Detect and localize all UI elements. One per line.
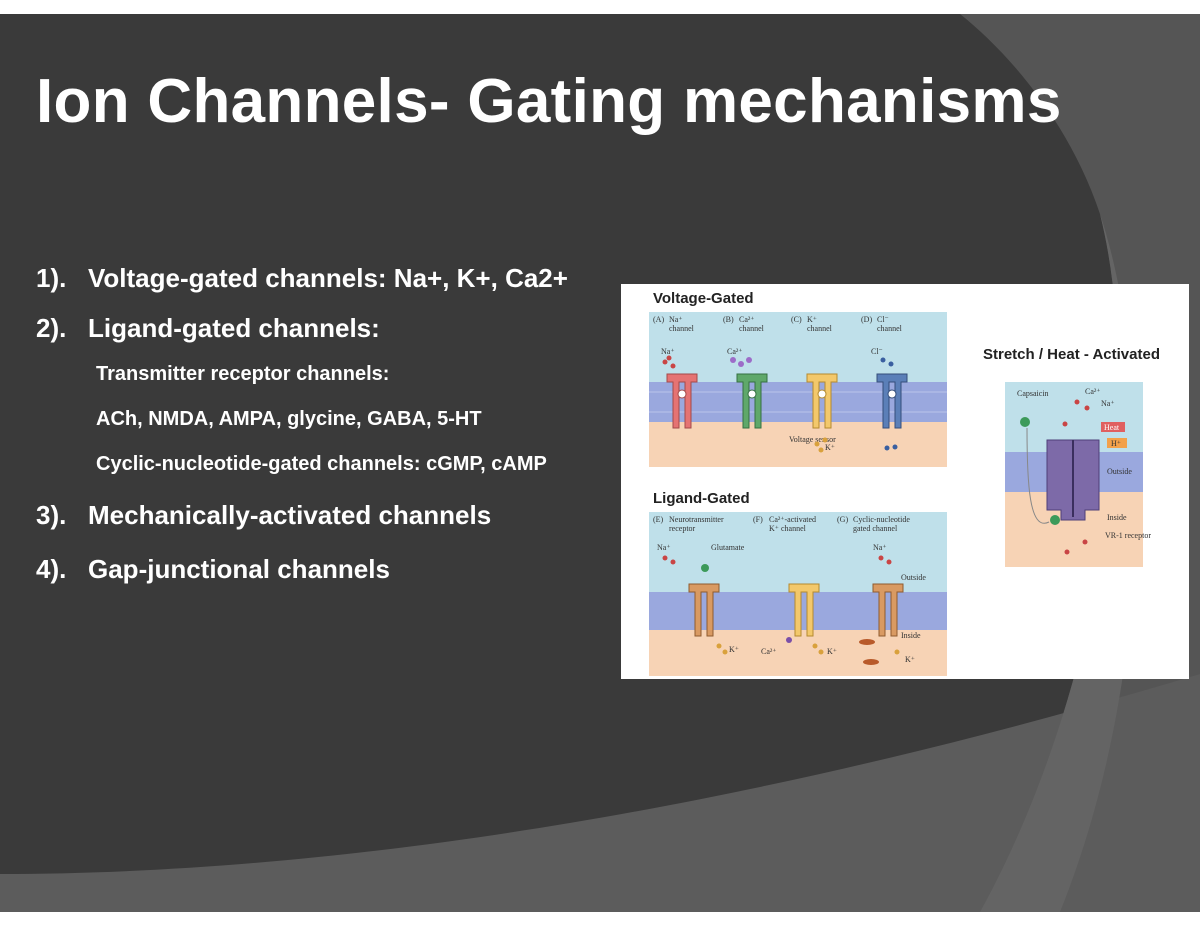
ligand-gated-panel: (E) Neurotransmitter receptor (F) Ca²⁺-a…: [649, 512, 947, 676]
ligand-k2-label: K⁺: [827, 647, 837, 656]
ligand-na2-label: Na⁺: [873, 543, 887, 552]
bullet-ligand-gated: 2). Ligand-gated channels:: [36, 312, 596, 344]
stretch-heat-heading: Stretch / Heat - Activated: [983, 346, 1160, 363]
channel-c-name: K⁺: [807, 315, 817, 324]
channel-d-sub: channel: [877, 324, 903, 333]
bullet-text: Voltage-gated channels: Na+, K+, Ca2+: [88, 263, 568, 293]
channel-c-icon: [806, 373, 838, 429]
channel-b-name: Ca²⁺: [739, 315, 755, 324]
ligand-k3-label: K⁺: [905, 655, 915, 664]
channel-f-sub: K⁺ channel: [769, 524, 807, 533]
channel-g-sub: gated channel: [853, 524, 898, 533]
ca-ion-label: Ca²⁺: [727, 347, 743, 356]
channel-g-name: Cyclic-nucleotide: [853, 515, 910, 524]
channel-d-icon: [876, 373, 908, 429]
heat-label: Heat: [1104, 423, 1120, 432]
channel-g-letter: (G): [837, 515, 848, 524]
h-label: H⁺: [1111, 439, 1121, 448]
channel-c-letter: (C): [791, 315, 802, 324]
capsaicin-label: Capsaicin: [1017, 389, 1049, 398]
slide: Ion Channels- Gating mechanisms 1). Volt…: [0, 14, 1200, 912]
ion-channel-figure: Voltage-Gated Stretch / Heat - Activated…: [621, 284, 1189, 679]
bullet-number: 1).: [36, 263, 67, 293]
stretch-inside-label: Inside: [1107, 513, 1127, 522]
slide-title: Ion Channels- Gating mechanisms: [36, 67, 1062, 136]
channel-b-icon: [736, 373, 768, 429]
bullet-number: 3).: [36, 500, 67, 530]
stretch-na-label: Na⁺: [1101, 399, 1115, 408]
cl-ion-label: Cl⁻: [871, 347, 883, 356]
channel-d-name: Cl⁻: [877, 315, 889, 324]
ligand-ca-label: Ca²⁺: [761, 647, 777, 656]
channel-f-letter: (F): [753, 515, 763, 524]
glutamate-label: Glutamate: [711, 543, 745, 552]
bullet-mechanically-activated: 3). Mechanically-activated channels: [36, 499, 596, 531]
channel-a-name: Na⁺: [669, 315, 683, 324]
ligand-k-label: K⁺: [729, 645, 739, 654]
sub-item-transmitter-receptor: Transmitter receptor channels:: [96, 363, 390, 385]
channel-f-name: Ca²⁺-activated: [769, 515, 816, 524]
channel-a-letter: (A): [653, 315, 664, 324]
bullet-voltage-gated: 1). Voltage-gated channels: Na+, K+, Ca2…: [36, 262, 596, 294]
channel-e-sub: receptor: [669, 524, 696, 533]
sub-item-transmitters: ACh, NMDA, AMPA, glycine, GABA, 5-HT: [96, 408, 482, 430]
stretch-ca-label: Ca²⁺: [1085, 387, 1101, 396]
na-ion-label: Na⁺: [661, 347, 675, 356]
voltage-sensor-label: Voltage sensor: [789, 435, 836, 444]
bullet-list: 1). Voltage-gated channels: Na+, K+, Ca2…: [36, 262, 596, 585]
voltage-gated-heading: Voltage-Gated: [653, 290, 754, 307]
stretch-outside-label: Outside: [1107, 467, 1132, 476]
bullet-text: Ligand-gated channels:: [88, 313, 380, 343]
k-ion-label: K⁺: [825, 443, 835, 452]
channel-e-letter: (E): [653, 515, 664, 524]
bullet-number: 4).: [36, 554, 67, 584]
bullet-number: 2).: [36, 313, 67, 343]
stretch-heat-panel: Capsaicin Ca²⁺ Na⁺ Heat H⁺ Outside Insid…: [1005, 382, 1151, 567]
channel-e-name: Neurotransmitter: [669, 515, 724, 524]
ligand-inside-label: Inside: [901, 631, 921, 640]
voltage-gated-panel: (A) Na⁺ channel (B) Ca²⁺ channel (C) K⁺ …: [649, 312, 947, 467]
channel-b-sub: channel: [739, 324, 765, 333]
ligand-na-label: Na⁺: [657, 543, 671, 552]
channel-a-sub: channel: [669, 324, 695, 333]
channel-d-letter: (D): [861, 315, 872, 324]
ligand-outside-label: Outside: [901, 573, 926, 582]
bullet-text: Gap-junctional channels: [88, 554, 390, 584]
bullet-gap-junctional: 4). Gap-junctional channels: [36, 553, 596, 585]
vr1-receptor-label: VR-1 receptor: [1105, 531, 1151, 540]
ligand-gated-heading: Ligand-Gated: [653, 490, 750, 507]
background-swoosh: [0, 14, 1200, 912]
channel-a-icon: [666, 373, 698, 429]
bullet-text: Mechanically-activated channels: [88, 500, 492, 530]
channel-c-sub: channel: [807, 324, 833, 333]
channel-b-letter: (B): [723, 315, 734, 324]
sub-item-cyclic-nucleotide: Cyclic-nucleotide-gated channels: cGMP, …: [96, 453, 547, 475]
